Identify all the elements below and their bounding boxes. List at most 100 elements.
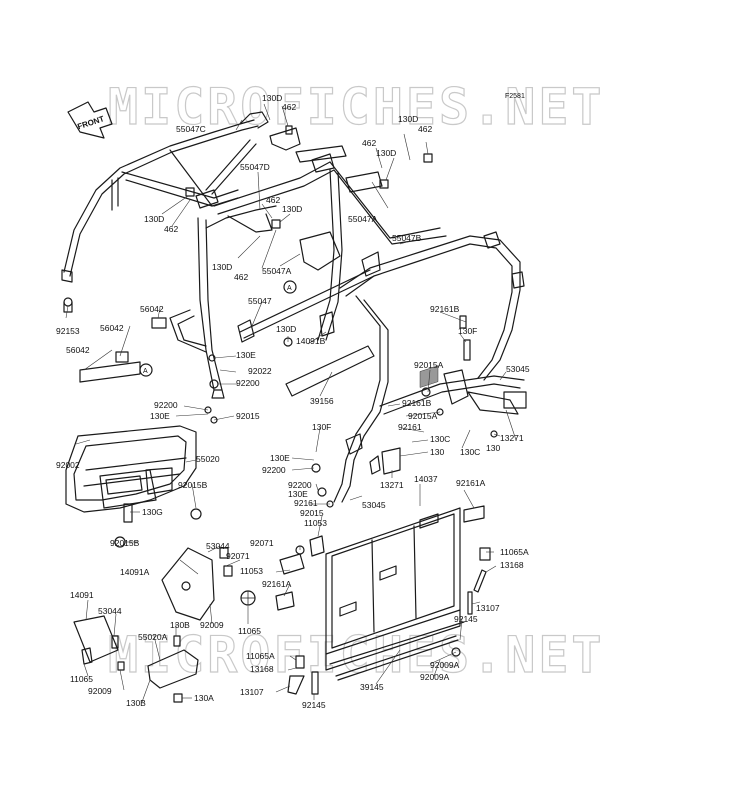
label-9: 130D — [144, 214, 164, 224]
label-69: 13107 — [476, 603, 500, 613]
label-22: 55047 — [248, 296, 272, 306]
label-51: 92200 — [288, 480, 312, 490]
label-16: 55047A — [262, 266, 292, 276]
label-23: 130D — [276, 324, 296, 334]
ref-a-left: A — [139, 363, 153, 377]
label-71: 53044 — [98, 606, 122, 616]
label-32: 92200 — [154, 400, 178, 410]
label-26: 92022 — [248, 366, 272, 376]
label-77: 11065 — [70, 674, 93, 684]
label-15: 462 — [234, 272, 248, 282]
label-67: 13168 — [500, 560, 524, 570]
label-60: 92071 — [250, 538, 274, 548]
label-52: 130E — [288, 489, 308, 499]
label-83: 13168 — [250, 664, 274, 674]
label-31: 53045 — [506, 364, 530, 374]
label-7: 130D — [376, 148, 396, 158]
label-59: 11053 — [304, 518, 327, 528]
front-arrow-icon: FRONT — [67, 101, 113, 139]
front-bumper — [65, 425, 197, 523]
label-44: 130E — [270, 453, 290, 463]
label-65: 11053 — [240, 566, 263, 576]
label-30: 92015A — [414, 360, 444, 370]
diagram-code: F2581 — [505, 93, 525, 100]
roll-cage — [61, 111, 527, 503]
label-8: 55047D — [240, 162, 270, 172]
label-34: 92015 — [236, 411, 260, 421]
label-37: 92015A — [408, 411, 438, 421]
label-33: 130E — [150, 411, 170, 421]
label-42: 13271 — [500, 433, 524, 443]
label-57: 14037 — [414, 474, 438, 484]
svg-text:A: A — [287, 285, 292, 292]
label-21: 56042 — [66, 345, 90, 355]
label-45: 92200 — [262, 465, 286, 475]
label-3: 55047C — [176, 124, 206, 134]
label-66: 11065A — [500, 547, 529, 557]
label-58: 92161A — [456, 478, 486, 488]
label-13: 55047A — [348, 214, 378, 224]
label-11: 462 — [266, 195, 280, 205]
label-39: 130C — [430, 434, 450, 444]
label-12: 130D — [282, 204, 302, 214]
label-48: 92002 — [56, 460, 80, 470]
watermark-top: MICROFICHES.NET — [108, 78, 605, 136]
label-2: 462 — [282, 102, 296, 112]
label-75: 130B — [170, 620, 190, 630]
label-81: 92009A — [430, 660, 460, 670]
label-10: 462 — [164, 224, 178, 234]
label-86: 13107 — [240, 687, 264, 697]
svg-text:A: A — [143, 368, 148, 375]
label-64: 92071 — [226, 551, 250, 561]
label-25: 130E — [236, 350, 256, 360]
label-87: 92145 — [302, 700, 326, 710]
label-54: 53045 — [362, 500, 386, 510]
label-14: 130D — [212, 262, 232, 272]
label-46: 130 — [430, 447, 444, 457]
label-85: 92009A — [420, 672, 450, 682]
lower-left-parts — [73, 547, 256, 689]
label-73: 11065 — [238, 626, 261, 636]
label-47: 13271 — [380, 480, 404, 490]
rear-door — [275, 365, 485, 681]
part-labels: 130D 462 55047C 130D 462 462 130D 55047D… — [56, 93, 530, 710]
label-76: 55020A — [138, 632, 168, 642]
leader-lines — [65, 103, 517, 703]
label-50: 92015B — [178, 480, 208, 490]
label-84: 39145 — [360, 682, 384, 692]
label-29: 130F — [458, 326, 477, 336]
label-79: 130B — [126, 698, 146, 708]
label-1: 130D — [262, 93, 282, 103]
label-41: 130 — [486, 443, 500, 453]
label-53: 92161 — [294, 498, 318, 508]
label-24: 14091B — [296, 336, 326, 346]
label-68: 92161A — [262, 579, 292, 589]
label-5: 462 — [418, 124, 432, 134]
label-28: 92161B — [430, 304, 460, 314]
front-label: FRONT — [76, 114, 105, 131]
label-27: 92200 — [236, 378, 260, 388]
label-56: 92015 — [300, 508, 324, 518]
label-17: 55047B — [392, 233, 422, 243]
label-18: 92153 — [56, 326, 80, 336]
label-78: 92009 — [88, 686, 112, 696]
label-38: 92161 — [398, 422, 422, 432]
label-82: 11065A — [246, 651, 275, 661]
label-6: 462 — [362, 138, 376, 148]
label-43: 130F — [312, 422, 331, 432]
label-49: 55020 — [196, 454, 220, 464]
label-80: 130A — [194, 693, 214, 703]
ref-a-top: A — [283, 280, 297, 294]
label-70: 14091 — [70, 590, 94, 600]
label-4: 130D — [398, 114, 418, 124]
label-19: 56042 — [140, 304, 164, 314]
label-74: 92009 — [200, 620, 224, 630]
watermark-bottom: MICROFICHES.NET — [108, 626, 605, 684]
label-40: 130C — [460, 447, 480, 457]
label-36: 92161B — [402, 398, 432, 408]
label-61: 92015B — [110, 538, 140, 548]
label-55: 130G — [142, 507, 163, 517]
label-35: 39156 — [310, 396, 334, 406]
label-72: 92145 — [454, 614, 478, 624]
